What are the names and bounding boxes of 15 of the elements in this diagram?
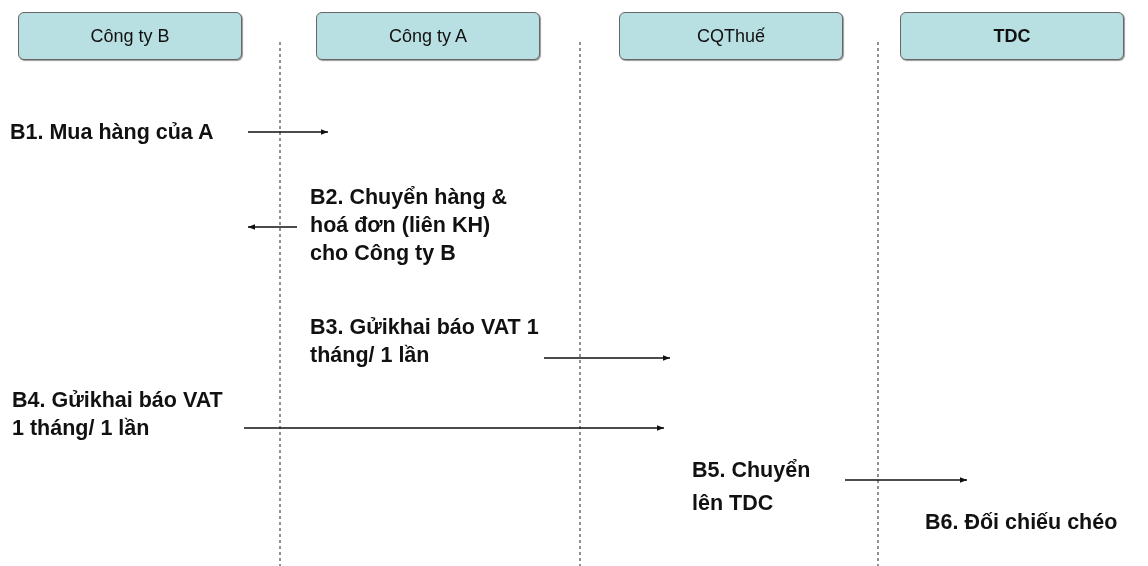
arrow: [543, 355, 671, 361]
step-text: B3. Gửikhai báo VAT 1 tháng/ 1 lần: [310, 313, 544, 369]
lane-header: Công ty B: [18, 12, 242, 60]
lane-header: CQThuế: [619, 12, 843, 60]
lane-header: Công ty A: [316, 12, 540, 60]
arrow: [243, 425, 665, 431]
step-text: B2. Chuyển hàng & hoá đơn (liên KH) cho Công ty B: [297, 183, 515, 267]
arrow: [247, 224, 298, 230]
arrow: [844, 477, 968, 483]
step-text: B6. Đối chiếu chéo: [925, 509, 1118, 536]
step-text: B1. Mua hàng của A: [10, 118, 248, 146]
step-text: B4. Gửikhai báo VAT 1 tháng/ 1 lần: [12, 386, 244, 442]
arrow: [247, 129, 329, 135]
lane-header: TDC: [900, 12, 1124, 60]
step-text: B5. Chuyển lên TDC: [692, 454, 845, 520]
